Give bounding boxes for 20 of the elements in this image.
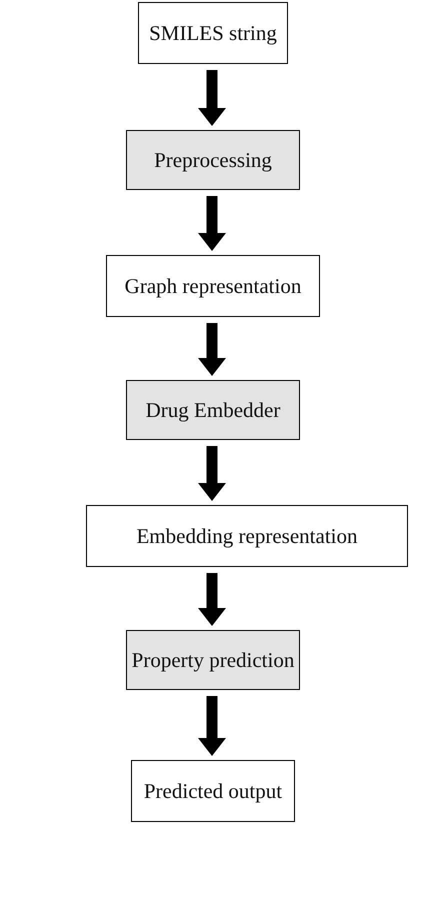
data-box (138, 2, 288, 64)
process-box (126, 630, 300, 690)
data-box (106, 255, 320, 317)
data-box (131, 760, 295, 822)
arrow (198, 323, 226, 376)
box-label: Drug Embedder (146, 398, 280, 422)
data-box (86, 505, 408, 567)
arrow (198, 70, 226, 126)
box-label: SMILES string (149, 20, 277, 46)
box-label: Embedding representation (136, 524, 358, 548)
process-box (126, 130, 300, 190)
box-label: Graph representation (124, 274, 302, 298)
arrow (198, 196, 226, 251)
box-label: Preprocessing (154, 148, 272, 172)
arrow (198, 696, 226, 756)
arrow (198, 446, 226, 501)
box-label: Predicted output (144, 778, 282, 804)
process-box (126, 380, 300, 440)
arrow (198, 573, 226, 626)
box-label: Property prediction (132, 648, 294, 672)
